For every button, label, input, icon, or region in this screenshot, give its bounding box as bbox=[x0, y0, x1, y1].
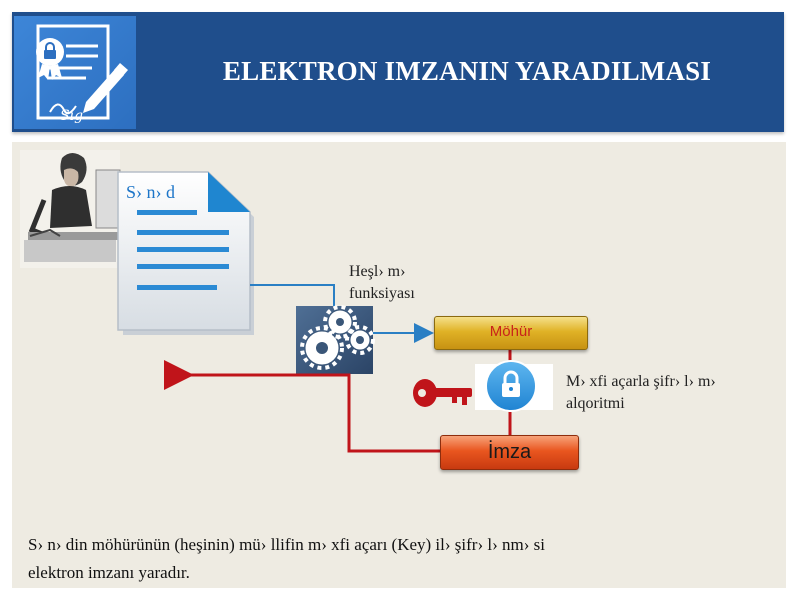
seal-box: Möhür bbox=[434, 316, 588, 350]
woman-at-desk-illustration bbox=[20, 150, 121, 268]
signature-output-arrow bbox=[164, 360, 440, 453]
caption-line2: elektron imzanı yaradır. bbox=[28, 563, 190, 582]
logo-text: Sig bbox=[60, 108, 83, 124]
cipher-algorithm-label: M› xfi açarla şifr› l› m› alqoritmi bbox=[566, 371, 776, 415]
caption-text: S› n› din möhürünün (heşinin) mü› llifin… bbox=[28, 531, 756, 587]
header-banner: Sig ELEKTRON IMZANIN YARADILMASI bbox=[12, 12, 784, 132]
document-icon bbox=[117, 171, 254, 335]
gears-icon bbox=[296, 305, 375, 374]
key-icon bbox=[413, 379, 472, 407]
caption-line1: S› n› din möhürünün (heşinin) mü› llifin… bbox=[28, 535, 545, 554]
hash-function-label-line1: Heşl› m› bbox=[349, 263, 406, 280]
hash-function-label: Heşl› m› funksiyası bbox=[349, 261, 459, 305]
cipher-algorithm-label-line1: M› xfi açarla şifr› l› m› bbox=[566, 373, 716, 390]
cipher-algorithm-label-line2: alqoritmi bbox=[566, 395, 625, 412]
doc-to-hash-connector bbox=[250, 284, 335, 308]
document-label: S› n› d bbox=[126, 182, 175, 202]
signature-box: İmza bbox=[440, 435, 579, 470]
lock-icon bbox=[475, 360, 553, 412]
hash-function-label-line2: funksiyası bbox=[349, 285, 415, 302]
page-title: ELEKTRON IMZANIN YARADILMASI bbox=[222, 56, 712, 86]
signed-certificate-icon: Sig bbox=[14, 16, 136, 129]
